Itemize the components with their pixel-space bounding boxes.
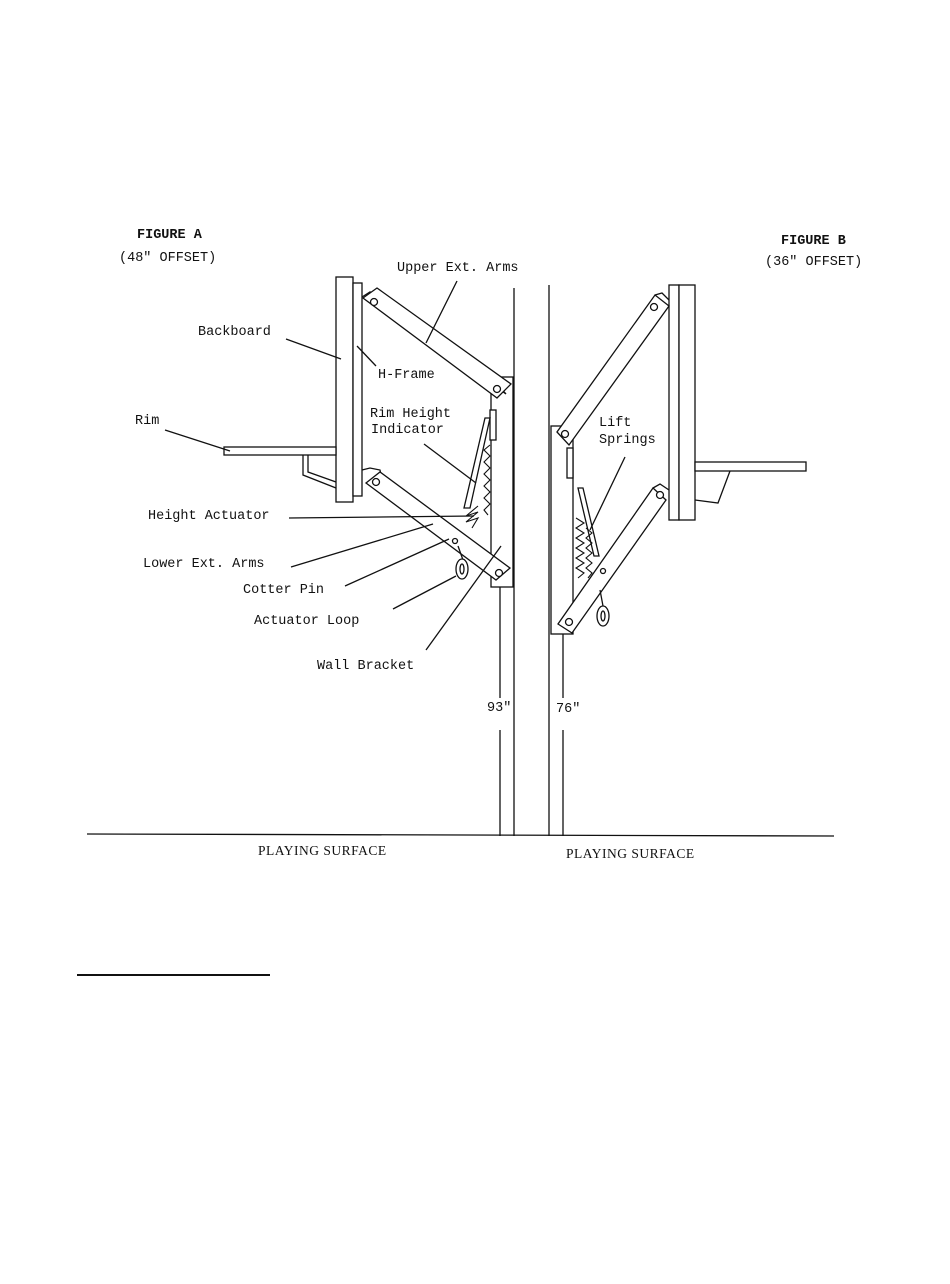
figure-b-rim-height-indicator: [567, 448, 573, 478]
label-rim-height-2: Indicator: [371, 423, 444, 438]
figure-b-lower-arm: [558, 484, 669, 633]
figure-a-subtitle: (48" OFFSET): [119, 251, 216, 266]
figure-a-h-frame: [362, 292, 383, 484]
label-lift-springs-2: Springs: [599, 433, 656, 448]
figure-b-lift-spring: [576, 518, 584, 578]
label-rim-height-1: Rim Height: [370, 407, 451, 422]
label-lower-ext-arms: Lower Ext. Arms: [143, 557, 265, 572]
playing-surface-line: [87, 834, 834, 836]
figure-b-title: FIGURE B: [781, 234, 846, 249]
figure-a-rim-height-indicator: [490, 410, 496, 440]
label-wall-bracket: Wall Bracket: [317, 659, 414, 674]
label-actuator-loop: Actuator Loop: [254, 614, 359, 629]
figure-b-cotter-pin: [601, 569, 606, 574]
figure-a-cotter-pin: [453, 539, 458, 544]
figure-b-height: 76": [556, 702, 580, 717]
label-height-actuator: Height Actuator: [148, 509, 270, 524]
figure-b-backboard: [669, 285, 695, 520]
figure-b-rim: [695, 462, 806, 503]
figure-a-lift-spring: [484, 445, 490, 515]
label-h-frame: H-Frame: [378, 368, 435, 383]
figure-a-height: 93": [487, 701, 511, 716]
label-rim: Rim: [135, 414, 159, 429]
figure-a-rim: [224, 447, 336, 488]
label-cotter-pin: Cotter Pin: [243, 583, 324, 598]
figure-a-surface: PLAYING SURFACE: [258, 843, 387, 858]
label-upper-ext-arms: Upper Ext. Arms: [397, 261, 519, 276]
figure-a-title: FIGURE A: [137, 228, 203, 243]
figure-b-surface: PLAYING SURFACE: [566, 846, 695, 861]
figure-b: [551, 285, 806, 836]
figure-a-height-actuator: [464, 418, 490, 508]
label-lift-springs-1: Lift: [599, 416, 631, 431]
figure-b-subtitle: (36" OFFSET): [765, 255, 862, 270]
label-backboard: Backboard: [198, 325, 271, 340]
figure-a-backboard: [336, 277, 362, 502]
wall-pole: [514, 285, 549, 836]
figure-b-leader-lines: [590, 457, 625, 530]
